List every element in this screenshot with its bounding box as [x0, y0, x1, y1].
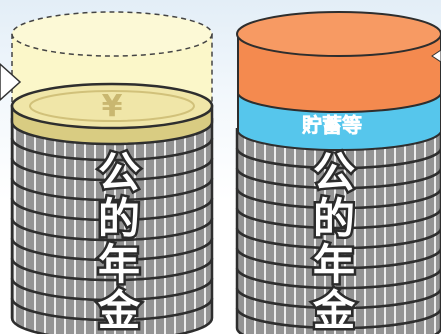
- right-coin-stack: [235, 11, 441, 334]
- label-char: 的: [95, 193, 142, 244]
- right-stack-label: 公 的 年 金: [304, 147, 364, 334]
- left-coin-stack: ¥: [0, 11, 214, 334]
- label-char: 年: [95, 239, 142, 290]
- label-char: 金: [310, 285, 357, 334]
- left-stack-label: 公 的 年 金: [89, 147, 149, 334]
- top-band-cap: [236, 11, 441, 57]
- label-char: 的: [310, 193, 357, 244]
- pointer-arrow-icon: [0, 62, 22, 102]
- label-char: 年: [310, 239, 357, 290]
- coin-layers: [235, 127, 441, 334]
- yen-icon: ¥: [102, 89, 123, 124]
- label-char: 金: [95, 285, 142, 334]
- pointer-arrow-icon: [431, 49, 441, 63]
- gold-coin: ¥: [10, 82, 214, 146]
- savings-label: 貯蓄等: [302, 113, 363, 138]
- label-char: 公: [310, 147, 357, 198]
- label-char: 公: [95, 147, 142, 198]
- coin-layers: [10, 117, 214, 334]
